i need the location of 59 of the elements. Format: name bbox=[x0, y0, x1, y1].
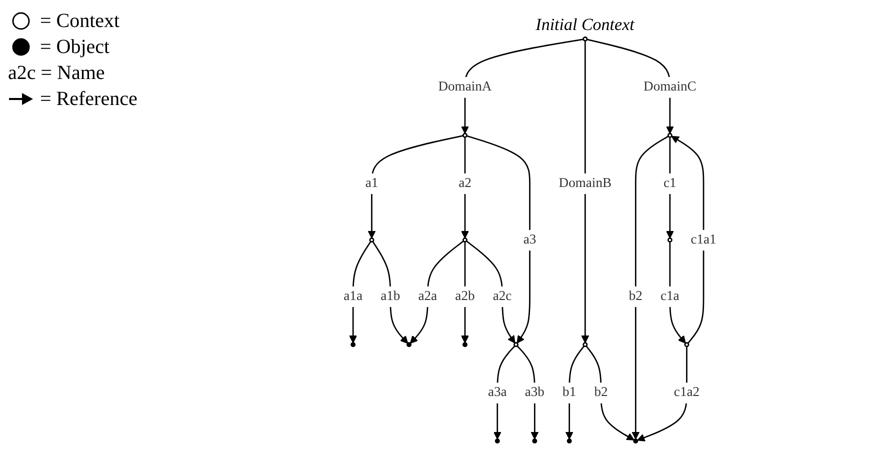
node-circle bbox=[582, 342, 588, 348]
arrow bbox=[493, 346, 516, 440]
arrow bbox=[671, 136, 704, 344]
arrow bbox=[466, 135, 530, 344]
arrow bbox=[368, 135, 464, 239]
edge-label: c1a bbox=[660, 289, 680, 304]
edge-label: a2b bbox=[455, 289, 475, 304]
node-circle bbox=[582, 36, 588, 42]
node-circle bbox=[566, 438, 572, 444]
edge-label: a3b bbox=[524, 385, 544, 400]
node-circle bbox=[462, 132, 468, 138]
node-circle bbox=[369, 238, 374, 242]
arrow bbox=[461, 38, 584, 134]
arrow bbox=[461, 137, 469, 239]
arrow bbox=[349, 241, 372, 344]
node-caption: Initial Context bbox=[536, 15, 634, 36]
node-circle bbox=[532, 438, 538, 444]
arrow bbox=[586, 346, 634, 440]
arrow bbox=[565, 346, 585, 440]
edge-label: c1a2 bbox=[674, 385, 700, 400]
arrow bbox=[410, 240, 464, 344]
edge-label: a1 bbox=[365, 176, 378, 190]
arrow bbox=[669, 242, 686, 344]
edge-label: a3a bbox=[488, 385, 507, 400]
edge-label: a1b bbox=[380, 289, 400, 304]
edge-label: a2c bbox=[492, 289, 512, 304]
arrow bbox=[516, 346, 539, 440]
arrow bbox=[632, 136, 669, 440]
node-circle bbox=[350, 342, 356, 348]
node-circle bbox=[494, 438, 500, 444]
arrow bbox=[581, 40, 590, 344]
node-circle bbox=[514, 342, 518, 348]
node-circle bbox=[462, 238, 468, 242]
node-circle bbox=[462, 342, 468, 348]
edge-label: a3 bbox=[523, 232, 536, 248]
edge-label: c1a1 bbox=[690, 232, 716, 248]
edge-label: a2a bbox=[418, 289, 438, 304]
edge-label: DomainB bbox=[558, 176, 612, 190]
arrow bbox=[466, 240, 516, 344]
arrow bbox=[666, 137, 674, 239]
edge-label: DomainC bbox=[644, 80, 696, 94]
edge-label: b1 bbox=[562, 385, 576, 400]
edge-label: a2 bbox=[458, 176, 472, 190]
legend-text: a2c = Name bbox=[8, 62, 105, 84]
arrow bbox=[461, 242, 469, 344]
node-circle bbox=[667, 238, 672, 242]
legend-text: = Object bbox=[40, 36, 110, 58]
node-circle bbox=[667, 132, 672, 138]
edge-label: c1 bbox=[664, 176, 676, 190]
edge-label: b2 bbox=[594, 385, 608, 400]
edge-label: DomainA bbox=[438, 80, 492, 94]
edge-label: b2 bbox=[628, 289, 642, 304]
arrow bbox=[372, 241, 408, 344]
legend-text: = Context bbox=[40, 10, 120, 32]
node-circle bbox=[684, 342, 690, 348]
node-circle bbox=[406, 342, 412, 348]
edge-label: a1a bbox=[344, 289, 362, 304]
legend-text: = Reference bbox=[40, 88, 138, 110]
node-circle bbox=[633, 438, 638, 444]
